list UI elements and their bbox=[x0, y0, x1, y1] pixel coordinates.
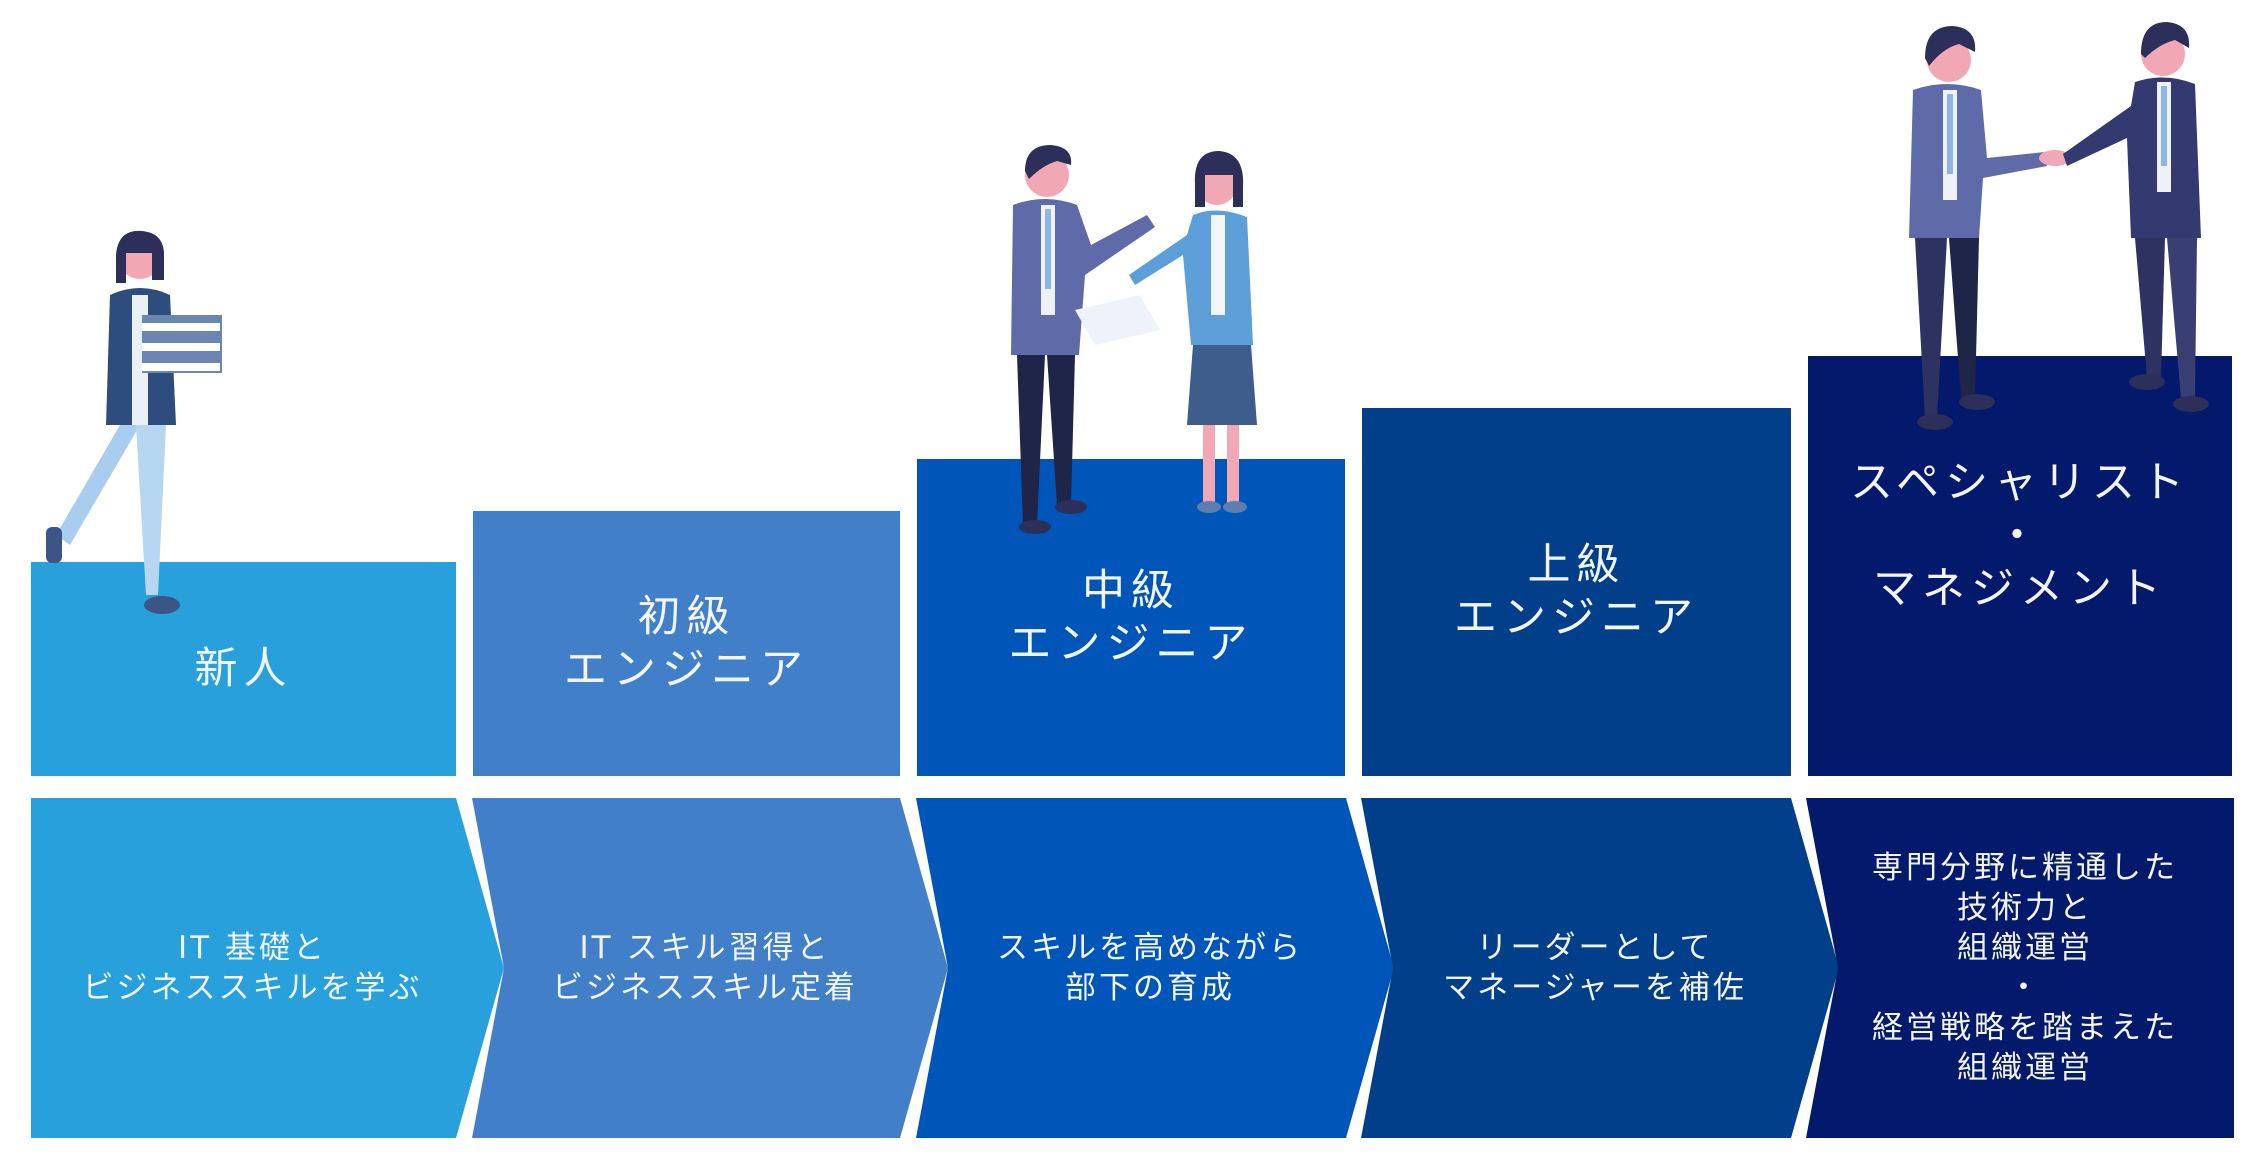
desc-line: 組織運営 bbox=[1957, 1050, 2093, 1086]
mid-engineers-discussion-illustration bbox=[1011, 145, 1257, 534]
chevron-mid: スキルを高めながら部下の育成 bbox=[916, 798, 1394, 1138]
step-newcomer: 新人 bbox=[31, 562, 456, 776]
step-mid-engineer: 中級 エンジニア bbox=[917, 459, 1345, 776]
desc-line: ビジネススキル定着 bbox=[552, 970, 858, 1006]
step-title-line: 新人 bbox=[194, 643, 293, 694]
step-senior-engineer: 上級 エンジニア bbox=[1362, 408, 1791, 776]
chevron-shape bbox=[916, 798, 1394, 1138]
newcomer-woman-with-books-illustration bbox=[46, 230, 222, 614]
step-title-line: エンジニア bbox=[1454, 593, 1699, 643]
chevron-junior: IT スキル習得とビジネススキル定着 bbox=[472, 798, 948, 1138]
chevron-senior: リーダーとしてマネージャーを補佐 bbox=[1361, 798, 1839, 1138]
chevron-shape bbox=[472, 798, 948, 1138]
step-title-line: スペシャリスト bbox=[1850, 457, 2190, 508]
step-title-line: エンジニア bbox=[1008, 618, 1254, 669]
chevron-specialist: 専門分野に精通した技術力と組織運営・経営戦略を踏まえた組織運営 bbox=[1806, 798, 2234, 1138]
desc-line: IT 基礎と bbox=[178, 930, 327, 966]
step-title-line: 中級 bbox=[1082, 565, 1180, 616]
desc-line: リーダーとして bbox=[1476, 930, 1714, 966]
step-title-line: 上級 bbox=[1527, 540, 1626, 590]
step-junior-engineer: 初級 エンジニア bbox=[473, 511, 900, 776]
desc-line: 部下の育成 bbox=[1065, 970, 1235, 1006]
desc-line: スキルを高めながら bbox=[997, 930, 1303, 966]
step-title-line: ・ bbox=[1995, 510, 2045, 561]
desc-line: 組織運営 bbox=[1957, 930, 2093, 966]
step-title-line: マネジメント bbox=[1873, 563, 2167, 614]
desc-line: ビジネススキルを学ぶ bbox=[82, 970, 423, 1006]
desc-line: ・ bbox=[2008, 970, 2042, 1006]
desc-line: 専門分野に精通した bbox=[1872, 850, 2178, 886]
desc-line: IT スキル習得と bbox=[579, 930, 831, 966]
chevron-newcomer: IT 基礎とビジネススキルを学ぶ bbox=[31, 798, 504, 1138]
step-title-line: 初級 bbox=[637, 591, 736, 642]
chevron-shape bbox=[1361, 798, 1839, 1138]
step-specialist-management: スペシャリスト ・ マネジメント bbox=[1808, 356, 2232, 776]
step-title-line: エンジニア bbox=[564, 644, 809, 695]
desc-line: 経営戦略を踏まえた bbox=[1872, 1010, 2178, 1046]
desc-line: マネージャーを補佐 bbox=[1443, 970, 1747, 1006]
chevron-shape bbox=[31, 798, 504, 1138]
chevron-shape bbox=[1806, 798, 2234, 1138]
specialists-handshake-illustration bbox=[1909, 22, 2209, 430]
desc-line: 技術力と bbox=[1957, 890, 2093, 926]
